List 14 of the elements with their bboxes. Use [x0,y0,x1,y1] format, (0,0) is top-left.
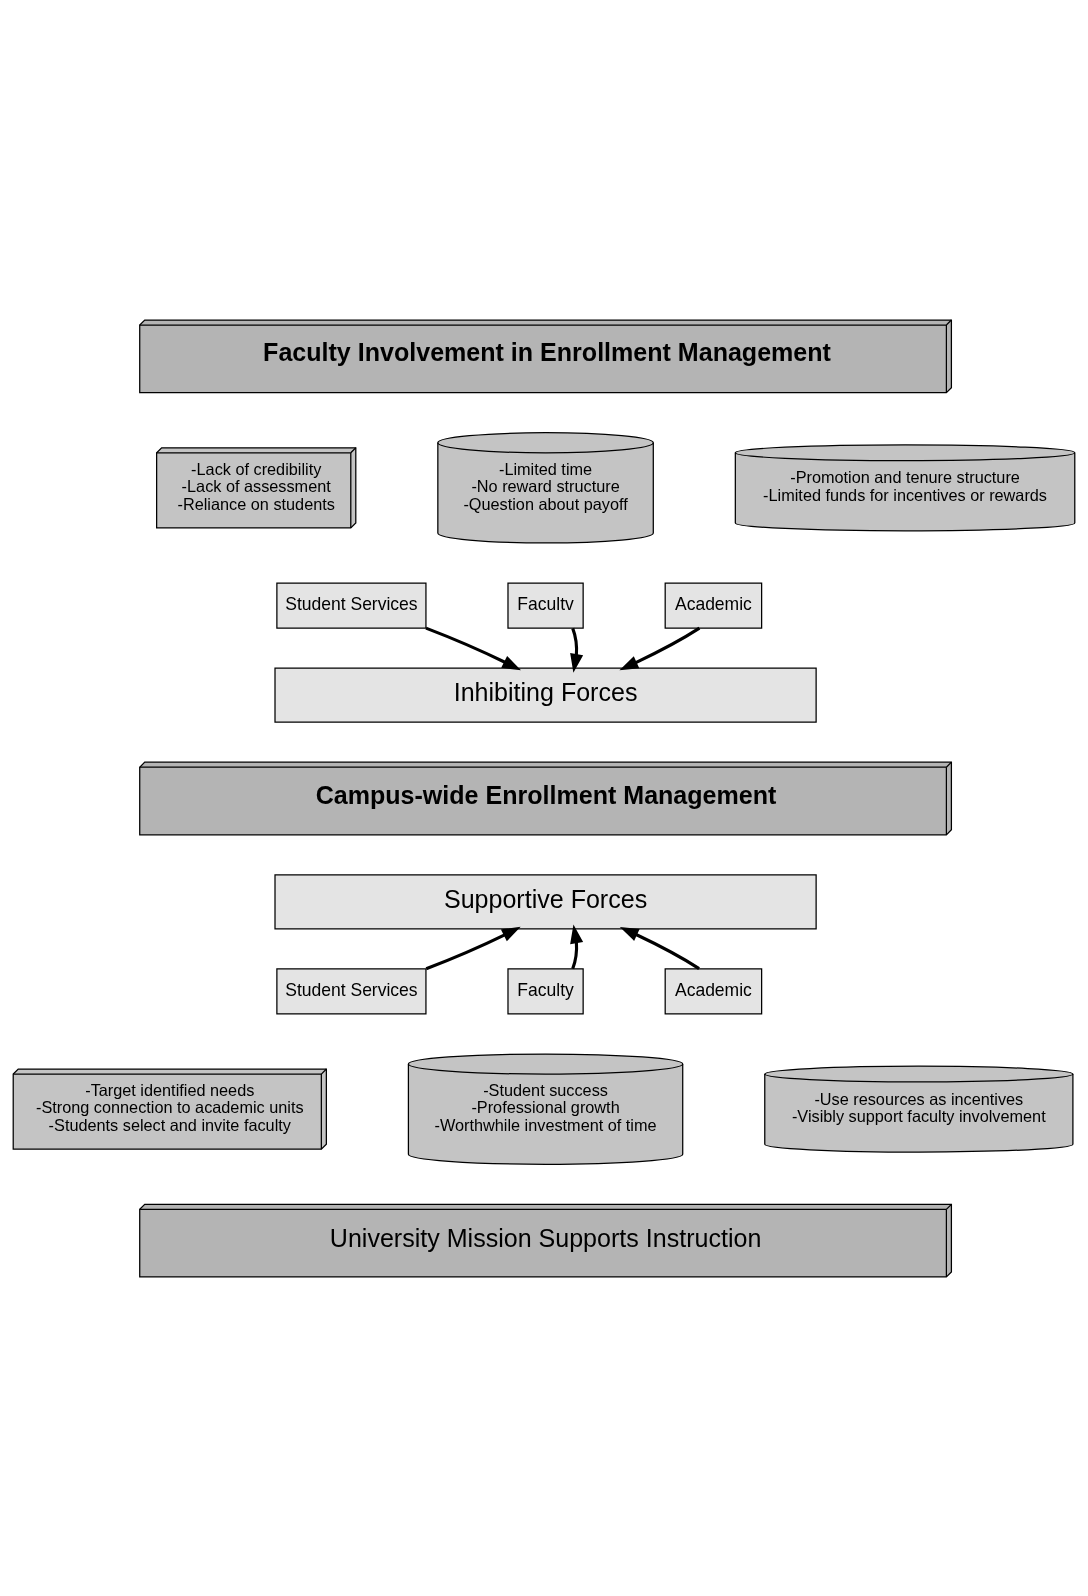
node-box: Academic [664,581,763,629]
arrow [570,627,584,673]
node-box: Academic [664,967,763,1015]
node-box: Student Services [276,581,427,629]
arrow [425,926,521,970]
node-box: Student Services [276,967,427,1015]
node-box: Faculty [507,967,584,1015]
node-box: Supportive Forces [274,873,817,929]
arrow [619,926,700,970]
arrow [570,924,584,969]
node-box: Facultv [507,581,584,629]
node-box: Inhibiting Forces [274,667,817,723]
arrow [425,626,521,670]
arrow [619,626,701,670]
